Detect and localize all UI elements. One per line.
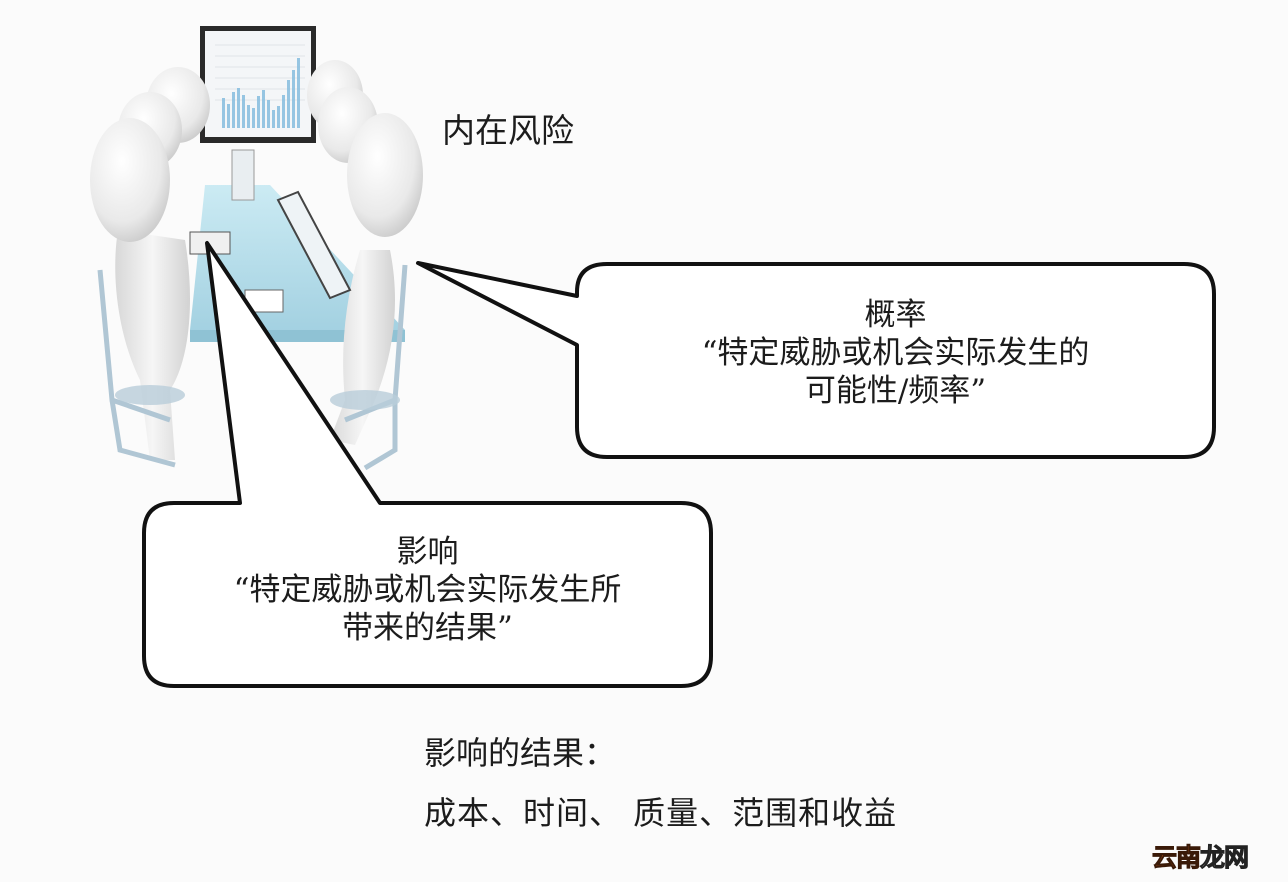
page-title: 内在风险 [442,111,574,150]
probability-definition-line2: 可能性/频率” [804,373,987,409]
watermark-logo: 云南龙网 [1151,838,1250,874]
impact-results-label: 影响的结果： [424,734,617,772]
impact-definition-line1: “特定威胁或机会实际发生所 [233,572,622,608]
impact-heading: 影响 [396,534,459,570]
probability-definition-line1: “特定威胁或机会实际发生的 [701,335,1090,371]
watermark-part2: 龙网 [1200,843,1250,873]
impact-definition-line2: 带来的结果” [342,610,513,646]
probability-heading: 概率 [864,297,927,333]
probability-callout-shape [416,261,1216,459]
probability-callout: 概率 “特定威胁或机会实际发生的 可能性/频率” [577,296,1214,410]
figures [90,60,423,460]
impact-callout: 影响 “特定威胁或机会实际发生所 带来的结果” [144,533,711,647]
impact-results-items: 成本、时间、 质量、范围和收益 [424,794,898,832]
watermark-part1: 云南 [1151,843,1201,873]
presentation-screen [200,26,316,143]
impact-callout-shape [142,241,713,688]
chairs [97,264,408,471]
